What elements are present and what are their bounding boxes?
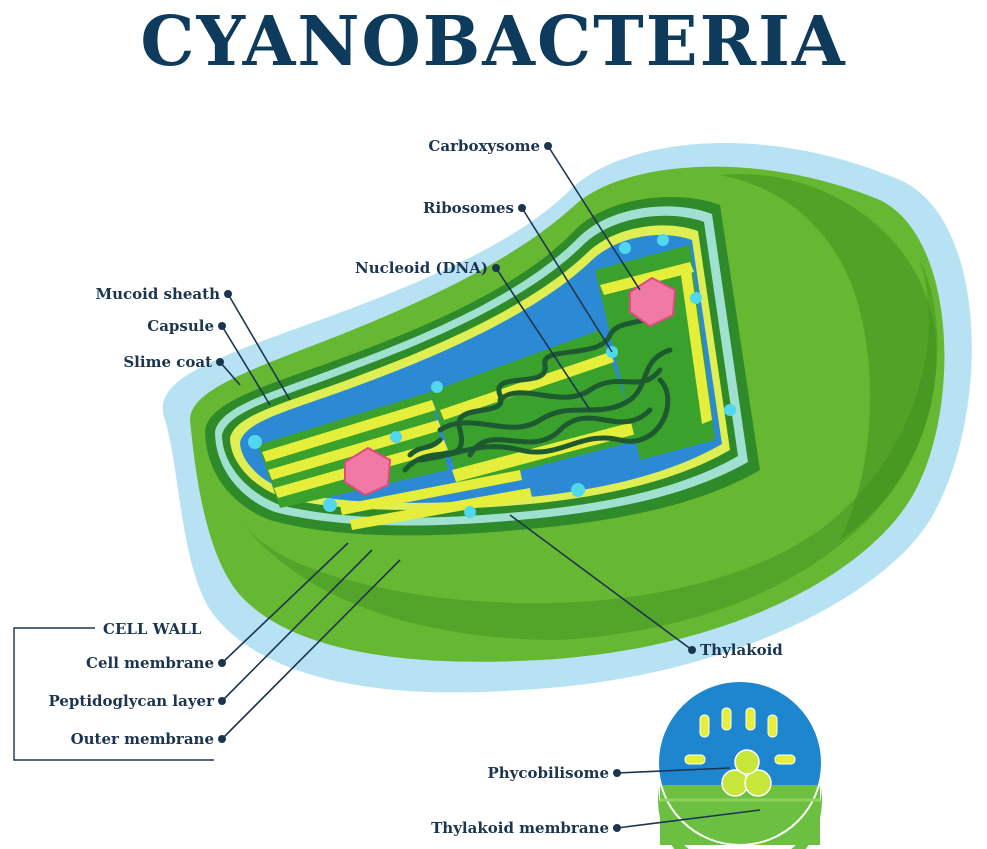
label-nucleoid: Nucleoid (DNA) <box>320 259 488 277</box>
label-phycobilisome: Phycobilisome <box>420 764 609 782</box>
label-mucoid-sheath: Mucoid sheath <box>40 285 220 303</box>
label-cell-wall: CELL WALL <box>103 620 201 638</box>
label-slime-coat: Slime coat <box>40 353 212 371</box>
label-thylakoid: Thylakoid <box>700 641 783 659</box>
label-carboxysome: Carboxysome <box>380 137 540 155</box>
label-cell-membrane: Cell membrane <box>20 654 214 672</box>
phycobilisome-inset <box>658 681 822 849</box>
label-peptidoglycan-layer: Peptidoglycan layer <box>10 692 214 710</box>
label-outer-membrane: Outer membrane <box>20 730 214 748</box>
label-thylakoid-membrane: Thylakoid membrane <box>380 819 609 837</box>
label-ribosomes: Ribosomes <box>370 199 514 217</box>
label-capsule: Capsule <box>40 317 214 335</box>
